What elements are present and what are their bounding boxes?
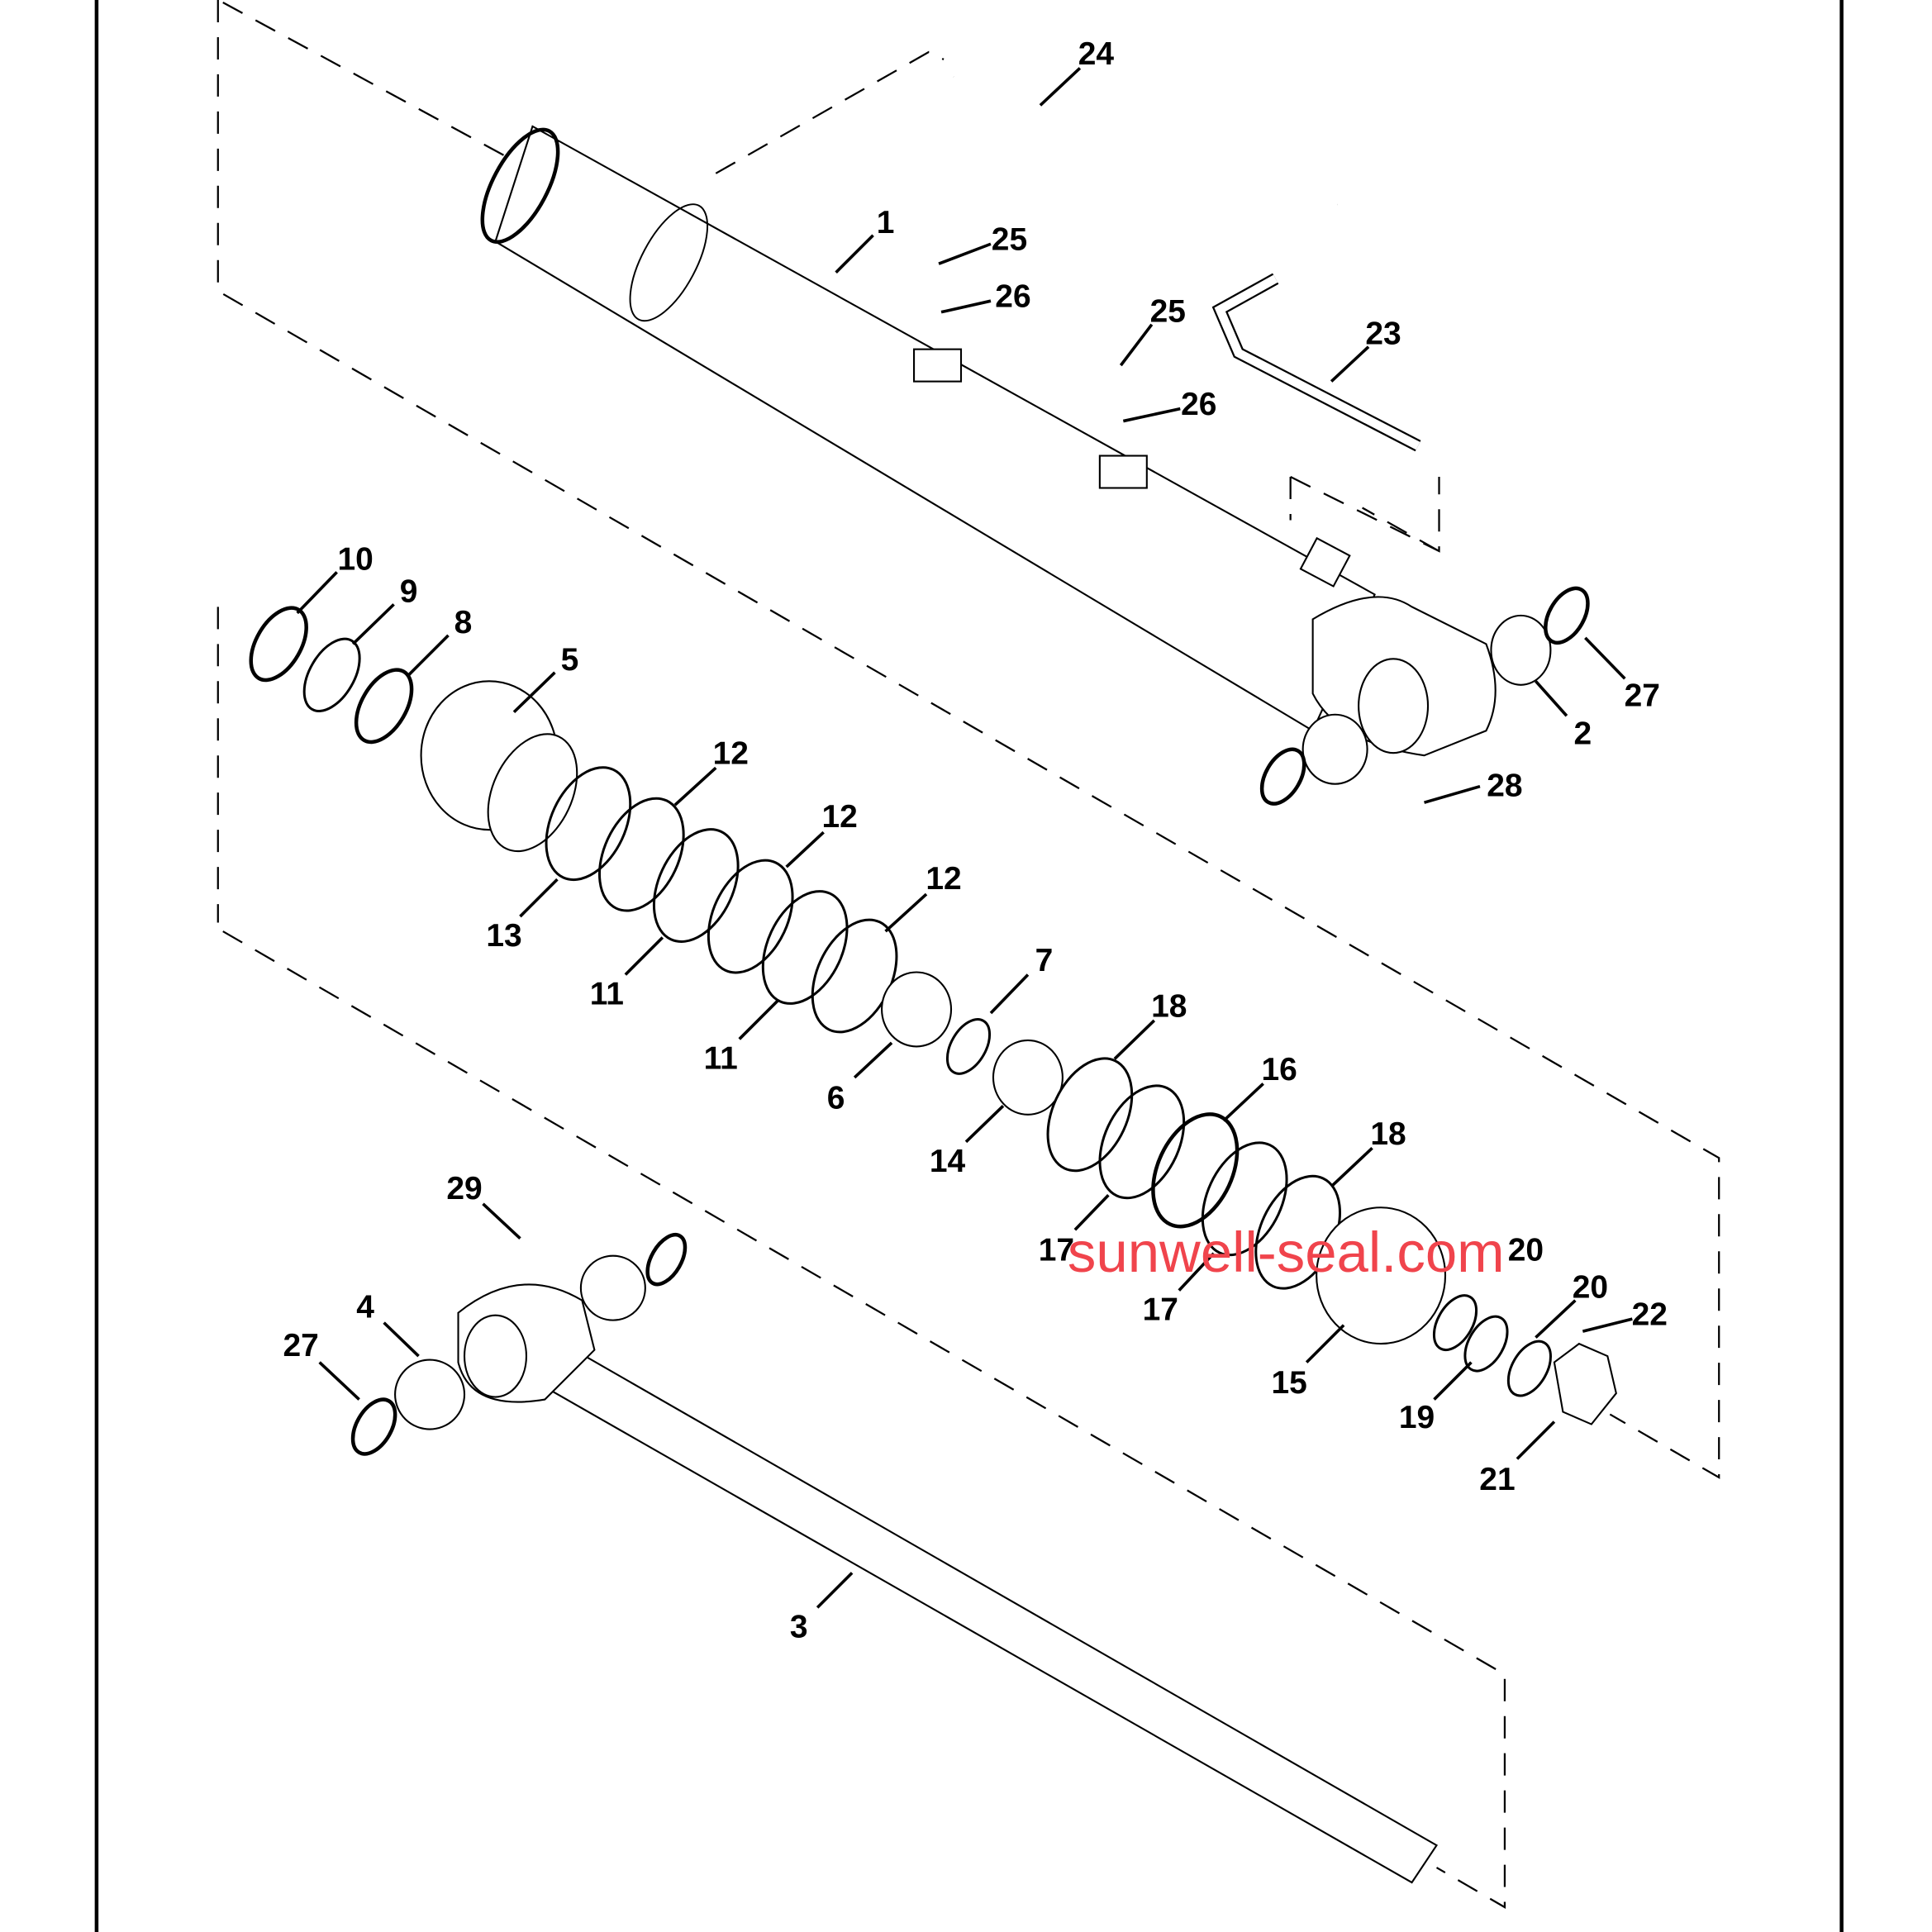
callout-12: 12: [926, 861, 961, 897]
cylinder-tube: [480, 125, 1497, 757]
callout-26: 26: [995, 279, 1030, 315]
callout-4: 4: [356, 1290, 374, 1325]
callout-6: 6: [827, 1080, 845, 1116]
callout-11: 11: [590, 976, 624, 1011]
callout-22: 22: [1632, 1297, 1668, 1333]
callout-7: 7: [1035, 943, 1054, 978]
callout-8: 8: [454, 605, 473, 640]
callout-13: 13: [486, 918, 521, 954]
callout-10: 10: [337, 541, 373, 577]
callout-5: 5: [561, 642, 579, 678]
callout-25: 25: [1150, 294, 1186, 330]
callout-9: 9: [400, 573, 418, 609]
callout-11: 11: [704, 1040, 738, 1076]
callout-labels: 24 1 25 26 25 23 26 10 9 8 5 27 2 28 12 …: [283, 36, 1668, 1644]
callout-19: 19: [1399, 1400, 1435, 1435]
callout-18: 18: [1370, 1116, 1406, 1152]
callout-15: 15: [1272, 1365, 1307, 1401]
callout-12: 12: [713, 736, 749, 772]
callout-18: 18: [1151, 988, 1187, 1024]
callout-29: 29: [446, 1171, 482, 1206]
callout-17: 17: [1143, 1292, 1178, 1328]
callout-21: 21: [1479, 1462, 1515, 1497]
callout-24: 24: [1078, 36, 1115, 72]
callout-28: 28: [1487, 769, 1522, 804]
callout-14: 14: [930, 1144, 966, 1179]
dashed-group-outlines: [217, 0, 1720, 1909]
watermark: sunwell-seal.com: [1068, 1221, 1505, 1284]
hydraulic-pipes: [913, 73, 1421, 489]
callout-2: 2: [1574, 716, 1592, 752]
callout-20: 20: [1573, 1270, 1608, 1306]
callout-23: 23: [1365, 316, 1401, 352]
piston-rod: [350, 1233, 1439, 1884]
callout-26: 26: [1181, 387, 1216, 422]
leader-lines: [296, 67, 1633, 1609]
callout-25: 25: [992, 222, 1027, 258]
callout-27: 27: [283, 1328, 319, 1363]
callout-1: 1: [877, 205, 895, 240]
callout-3: 3: [790, 1609, 808, 1644]
callout-27: 27: [1625, 678, 1660, 713]
callout-12: 12: [821, 799, 857, 835]
callout-17: 17: [1039, 1233, 1074, 1268]
callout-20: 20: [1508, 1233, 1544, 1268]
frame: [94, 0, 1844, 1932]
rings-and-seals: [249, 586, 1617, 1425]
callout-16: 16: [1262, 1052, 1297, 1087]
